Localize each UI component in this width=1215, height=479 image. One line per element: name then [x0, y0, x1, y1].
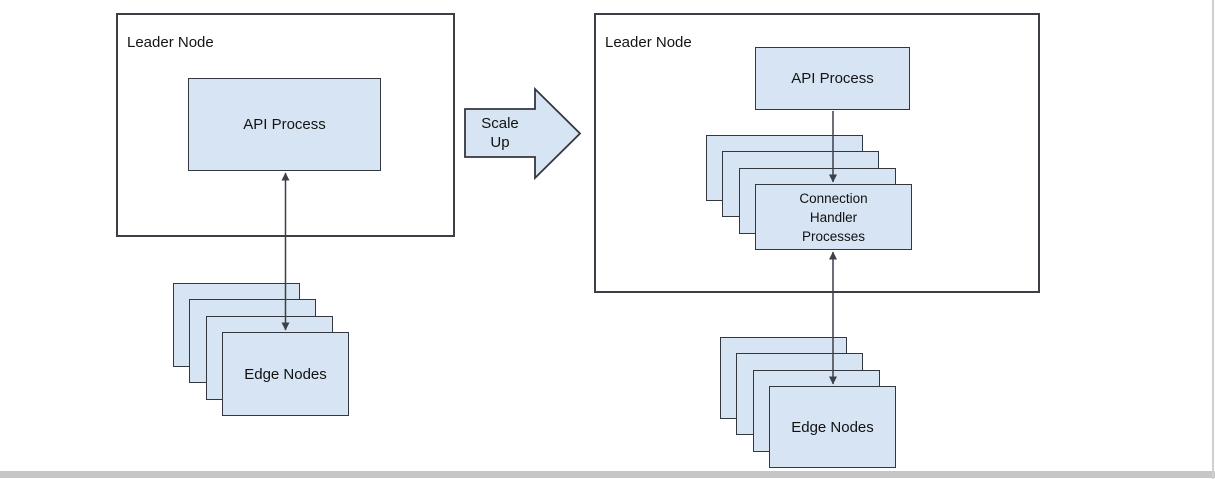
- connection-handler-label: Connection Handler Processes: [799, 190, 868, 244]
- api-process-box-left: API Process: [188, 78, 381, 171]
- leader-node-label-left: Leader Node: [127, 34, 214, 51]
- edge-nodes-stack-left-front: Edge Nodes: [222, 332, 349, 416]
- canvas-bottom-edge: [0, 471, 1215, 478]
- scale-up-label: Scale Up: [481, 115, 519, 151]
- connection-handler-stack-front: Connection Handler Processes: [755, 184, 912, 250]
- api-process-box-right: API Process: [755, 47, 910, 110]
- canvas-right-edge: [1212, 0, 1214, 479]
- leader-node-label-right: Leader Node: [605, 34, 692, 51]
- edge-nodes-stack-right-front: Edge Nodes: [769, 386, 896, 468]
- leader-node-box-right: [594, 13, 1040, 293]
